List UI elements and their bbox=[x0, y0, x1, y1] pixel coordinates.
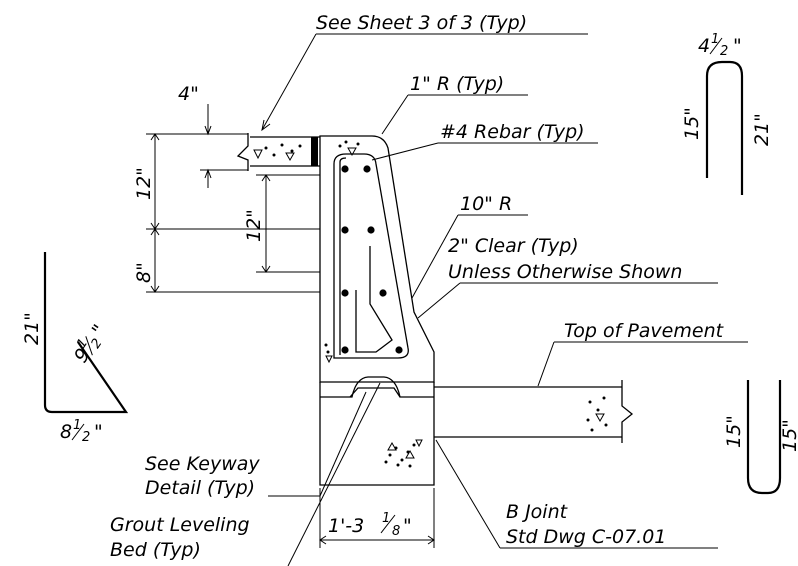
bottom-u-left-leg-dimension: 15" bbox=[723, 415, 745, 448]
width-dimension-label: 1'-3 1 8 " bbox=[328, 511, 412, 539]
leader-lines bbox=[261, 33, 748, 566]
joint-callout-line2: Std Dwg C-07.01 bbox=[506, 526, 666, 548]
top-u-left-leg-dimension: 15" bbox=[681, 107, 703, 140]
width-numerator: 1 bbox=[382, 511, 390, 526]
top-u-width-dimension: 4 1 2 " bbox=[698, 32, 742, 59]
barrier-outline bbox=[319, 135, 435, 486]
four-inch-dimension: 4" bbox=[178, 83, 199, 105]
keyway-callout-line2: Detail (Typ) bbox=[145, 477, 255, 499]
clear-cover-callout-line1: 2" Clear (Typ) bbox=[448, 235, 579, 257]
top-u-width-num: 1 bbox=[711, 32, 719, 47]
top-u-right-leg-dimension: 21" bbox=[751, 113, 773, 146]
concrete-stipple bbox=[324, 140, 423, 468]
rebar-dots bbox=[341, 165, 403, 354]
left-hook-base-den: 2 bbox=[82, 430, 90, 445]
top-u-width-unit: " bbox=[733, 35, 742, 57]
top-of-pavement-callout: Top of Pavement bbox=[564, 320, 725, 342]
pavement-slab-right bbox=[434, 380, 634, 443]
bar-shape-bottom-u bbox=[746, 380, 782, 495]
clear-cover-callout-line2: Unless Otherwise Shown bbox=[448, 261, 682, 283]
rebar-callout: #4 Rebar (Typ) bbox=[440, 121, 585, 143]
one-inch-radius-callout: 1" R (Typ) bbox=[410, 73, 504, 95]
joint-callout-line1: B Joint bbox=[506, 501, 569, 523]
width-whole: 1'-3 bbox=[328, 515, 364, 537]
twelve-inch-inner-dimension: 12" bbox=[243, 209, 265, 242]
grout-callout-line1: Grout Leveling bbox=[110, 514, 250, 536]
keyway-callout-line1: See Keyway bbox=[145, 453, 260, 475]
width-denominator: 8 bbox=[392, 524, 400, 539]
bar-shape-left-hook bbox=[43, 252, 129, 414]
twelve-inch-outer-dimension: 12" bbox=[133, 167, 155, 200]
deck-slab-left bbox=[236, 133, 320, 171]
grout-callout-line2: Bed (Typ) bbox=[110, 539, 201, 561]
eight-inch-dimension: 8" bbox=[133, 262, 155, 283]
bottom-u-right-leg-dimension: 15" bbox=[779, 419, 798, 452]
left-hook-diagonal-dimension: 9 1 2 " bbox=[70, 321, 111, 367]
left-hook-base-unit: " bbox=[94, 421, 103, 443]
top-u-width-whole: 4 bbox=[698, 35, 710, 57]
left-hook-base-num: 1 bbox=[73, 418, 81, 433]
width-unit: " bbox=[403, 515, 412, 537]
dimension-lines bbox=[146, 104, 435, 548]
top-u-width-den: 2 bbox=[720, 44, 728, 59]
ten-inch-radius-callout: 10" R bbox=[460, 193, 512, 215]
left-hook-base-dimension: 8 1 2 " bbox=[60, 418, 103, 445]
see-sheet-callout: See Sheet 3 of 3 (Typ) bbox=[316, 12, 527, 34]
rebar-stirrup bbox=[333, 153, 409, 359]
bar-shape-top-u bbox=[705, 60, 744, 195]
left-hook-base-whole: 8 bbox=[60, 421, 72, 443]
left-hook-height-dimension: 21" bbox=[21, 312, 43, 345]
